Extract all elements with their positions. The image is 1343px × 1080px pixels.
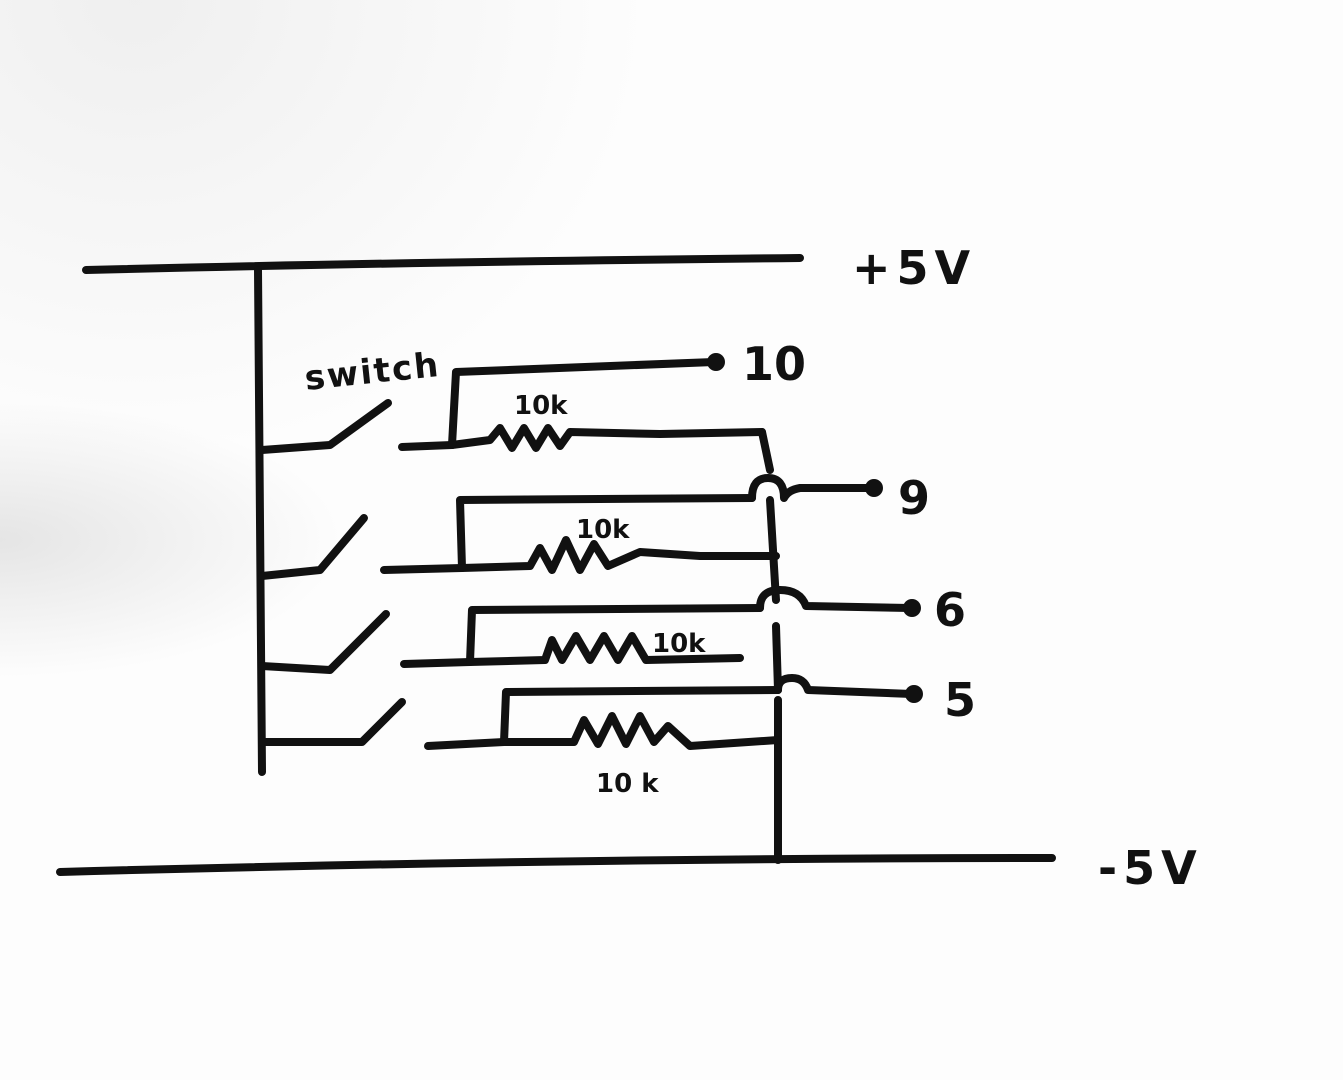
positive-rail-label: +5V: [852, 241, 976, 295]
negative-rail: [56, 854, 1056, 876]
positive-rail: [82, 254, 804, 274]
resistor-3-label: 10k: [652, 629, 706, 659]
switch-label: switch: [303, 345, 442, 399]
resistor-1-label: 10k: [514, 391, 568, 421]
common-bus: [254, 266, 266, 776]
resistor-4-label: 10 k: [596, 769, 659, 799]
ground-bus: [758, 428, 782, 864]
resistor-2: [456, 474, 883, 574]
output-terminal-6: [903, 599, 921, 617]
negative-rail-label: -5V: [1098, 841, 1203, 895]
output-wire-10: [448, 353, 725, 449]
resistor-1: [448, 424, 766, 452]
output-terminal-5: [905, 685, 923, 703]
output-label-10: 10: [742, 337, 806, 391]
output-label-5: 5: [944, 673, 976, 727]
output-terminal-9: [865, 479, 883, 497]
switch-3: [258, 610, 474, 674]
switch-2: [258, 514, 466, 580]
switch-4: [258, 698, 508, 750]
resistor-3: [466, 586, 921, 666]
resistor-4: [500, 674, 923, 750]
resistor-2-label: 10k: [576, 515, 630, 545]
output-label-6: 6: [934, 583, 966, 637]
switch-1: [258, 399, 456, 454]
output-label-9: 9: [898, 471, 930, 525]
output-terminal-10: [707, 353, 725, 371]
